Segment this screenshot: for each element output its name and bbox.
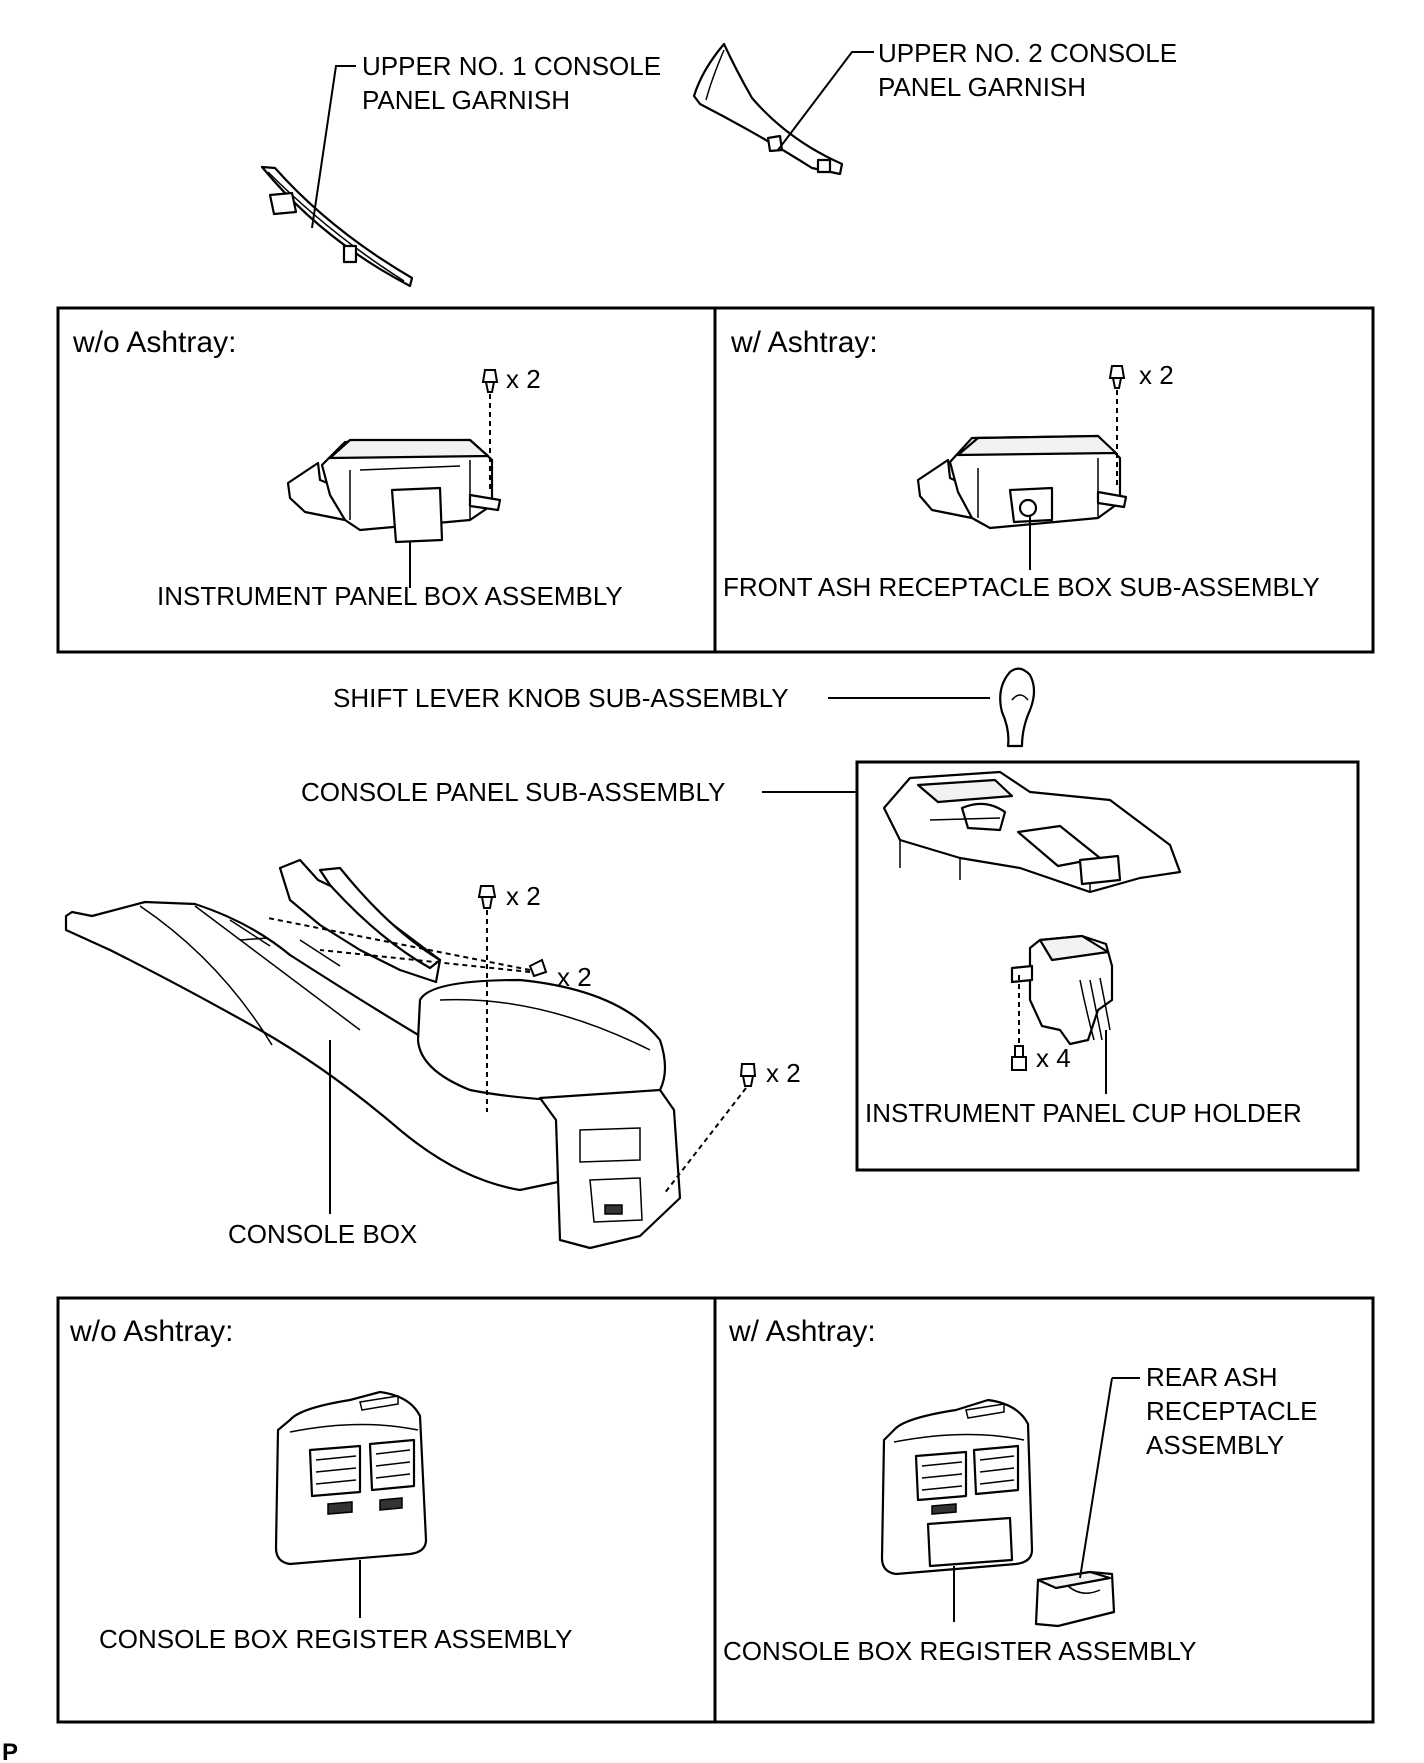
upper-no1-garnish-illustration bbox=[260, 165, 414, 288]
panel-bottom-right-frame bbox=[713, 1296, 1375, 1724]
console-rear-bolt-path bbox=[663, 1087, 747, 1195]
upper-no2-garnish-illustration bbox=[692, 42, 844, 176]
rear-ash-receptacle-leader bbox=[1079, 1377, 1140, 1579]
front-ash-bolt-icon bbox=[1108, 365, 1126, 389]
rear-ash-label-line1: REAR ASH bbox=[1146, 1362, 1278, 1392]
console-box-label: CONSOLE BOX bbox=[228, 1219, 417, 1249]
rear-ash-label-line3: ASSEMBLY bbox=[1146, 1430, 1284, 1460]
cup-holder-screw-qty: x 4 bbox=[1036, 1043, 1071, 1073]
panel-top-left-header: w/o Ashtray: bbox=[72, 326, 236, 359]
upper-no1-garnish-label-line2: PANEL GARNISH bbox=[362, 85, 570, 115]
console-top-bolt-icon bbox=[477, 885, 497, 909]
front-ash-receptacle-illustration bbox=[916, 434, 1128, 530]
console-mid-bolt-qty: x 2 bbox=[557, 962, 592, 992]
panel-top-right-header: w/ Ashtray: bbox=[730, 326, 878, 359]
register-left-label: CONSOLE BOX REGISTER ASSEMBLY bbox=[99, 1624, 572, 1654]
corner-code: P bbox=[2, 1739, 18, 1763]
console-mid-bolt-icon bbox=[528, 958, 548, 978]
instrument-panel-box-label: INSTRUMENT PANEL BOX ASSEMBLY bbox=[157, 581, 623, 611]
upper-no2-garnish-label-line1: UPPER NO. 2 CONSOLE bbox=[878, 38, 1177, 68]
rear-ash-receptacle-illustration bbox=[1034, 1570, 1116, 1628]
upper-no1-garnish-label-line1: UPPER NO. 1 CONSOLE bbox=[362, 51, 661, 81]
panel-bottom-left-header: w/o Ashtray: bbox=[69, 1315, 233, 1348]
console-rear-bolt-icon bbox=[739, 1063, 757, 1087]
upper-no2-garnish-leader bbox=[777, 51, 874, 151]
console-panel-label: CONSOLE PANEL SUB-ASSEMBLY bbox=[301, 777, 725, 807]
front-ash-receptacle-label: FRONT ASH RECEPTACLE BOX SUB-ASSEMBLY bbox=[723, 572, 1320, 602]
cup-holder-label: INSTRUMENT PANEL CUP HOLDER bbox=[865, 1098, 1302, 1128]
console-mid-bolt-path-2 bbox=[319, 949, 531, 973]
front-ash-bolt-qty: x 2 bbox=[1139, 360, 1174, 390]
console-panel-frame bbox=[855, 760, 1360, 1172]
rear-ash-label-line2: RECEPTACLE bbox=[1146, 1396, 1317, 1426]
shift-lever-knob-illustration bbox=[999, 667, 1036, 748]
ipbox-bolt-icon bbox=[481, 369, 499, 393]
cup-holder-screw-icon bbox=[1011, 1045, 1027, 1071]
cup-holder-illustration bbox=[1010, 934, 1114, 1046]
register-right-label: CONSOLE BOX REGISTER ASSEMBLY bbox=[723, 1636, 1196, 1666]
instrument-panel-box-illustration bbox=[286, 438, 502, 544]
upper-no1-garnish-leader bbox=[311, 65, 356, 229]
panel-bottom-right-header: w/ Ashtray: bbox=[728, 1315, 876, 1348]
shift-lever-knob-label: SHIFT LEVER KNOB SUB-ASSEMBLY bbox=[333, 683, 789, 713]
console-box-register-left-illustration bbox=[274, 1390, 428, 1566]
console-panel-illustration bbox=[882, 770, 1182, 894]
console-top-bolt-qty: x 2 bbox=[506, 881, 541, 911]
ipbox-bolt-qty: x 2 bbox=[506, 364, 541, 394]
upper-no2-garnish-label-line2: PANEL GARNISH bbox=[878, 72, 1086, 102]
panel-top-right-frame bbox=[713, 306, 1375, 654]
console-rear-bolt-qty: x 2 bbox=[766, 1058, 801, 1088]
console-box-illustration bbox=[64, 858, 682, 1250]
console-box-register-right-illustration bbox=[880, 1398, 1034, 1576]
